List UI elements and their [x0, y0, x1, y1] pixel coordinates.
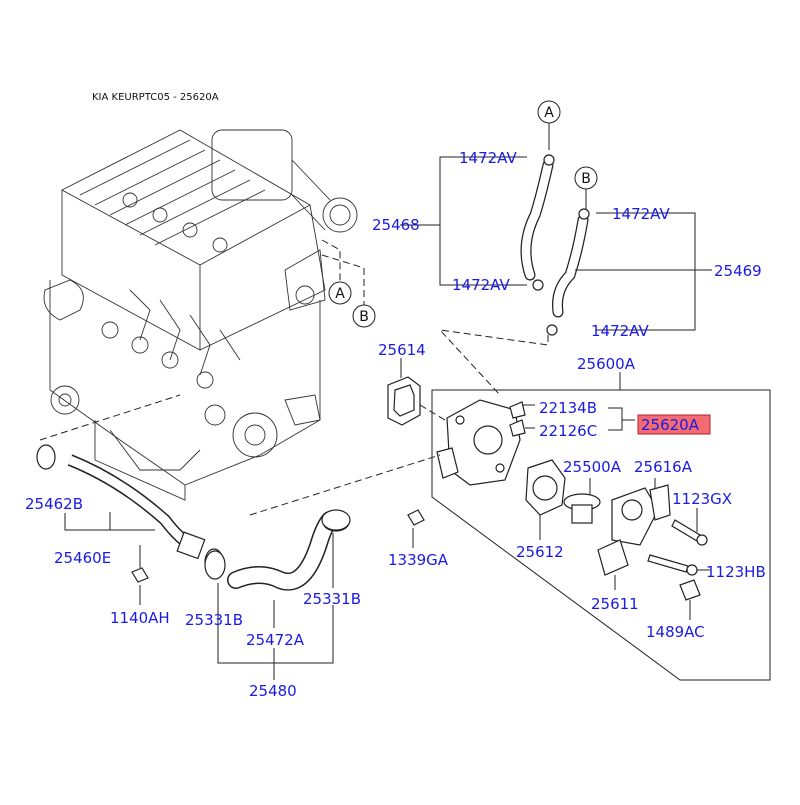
assembly-box — [431, 389, 771, 681]
label-25600a[interactable]: 25600A — [577, 355, 636, 373]
clamp-25331b-left — [204, 550, 226, 605]
label-25500a[interactable]: 25500A — [563, 458, 622, 476]
label-22126c[interactable]: 22126C — [539, 422, 597, 440]
svg-text:A: A — [335, 286, 345, 302]
ref-a-top: A — [537, 100, 561, 150]
label-1339ga[interactable]: 1339GA — [388, 551, 449, 569]
bolt-1339ga — [407, 509, 425, 548]
label-25614[interactable]: 25614 — [378, 341, 426, 359]
label-1472av-d[interactable]: 1472AV — [591, 322, 649, 340]
bolt-1140ah — [131, 567, 149, 605]
clamp-25331b-right — [321, 509, 351, 588]
thermostat-housing — [436, 399, 526, 486]
label-25469[interactable]: 25469 — [714, 262, 762, 280]
label-25620a[interactable]: 25620A — [641, 416, 700, 434]
label-25468[interactable]: 25468 — [372, 216, 420, 234]
clip-1489ac — [679, 579, 701, 620]
highlight-25620a — [637, 414, 711, 435]
label-25462b[interactable]: 25462B — [25, 495, 83, 513]
bolt-1123gx — [671, 508, 708, 546]
pipe-25460e — [36, 444, 206, 560]
label-1123gx[interactable]: 1123GX — [672, 490, 732, 508]
svg-text:B: B — [581, 171, 591, 187]
ref-b-engine: B — [352, 304, 376, 328]
hose-25468 — [520, 154, 555, 291]
ref-b-top: B — [574, 166, 598, 210]
label-1140ah[interactable]: 1140AH — [110, 609, 170, 627]
label-22134b[interactable]: 22134B — [539, 399, 597, 417]
svg-text:B: B — [359, 309, 369, 325]
engine-illustration — [43, 129, 358, 501]
thermostat-cover — [597, 478, 671, 590]
label-25616a[interactable]: 25616A — [634, 458, 693, 476]
label-1472av-c[interactable]: 1472AV — [452, 276, 510, 294]
label-25331b-a[interactable]: 25331B — [185, 611, 243, 629]
label-1489ac[interactable]: 1489AC — [646, 623, 705, 641]
thermostat-25500a — [563, 478, 601, 524]
ref-a-engine: A — [328, 281, 352, 305]
label-1123hb[interactable]: 1123HB — [706, 563, 766, 581]
gasket-25614 — [387, 358, 421, 426]
label-1472av-b[interactable]: 1472AV — [612, 205, 670, 223]
gasket-25612 — [525, 459, 566, 540]
label-25331b-b[interactable]: 25331B — [303, 590, 361, 608]
label-25460e[interactable]: 25460E — [54, 549, 111, 567]
label-25612[interactable]: 25612 — [516, 543, 564, 561]
label-25472a[interactable]: 25472A — [246, 631, 305, 649]
hose-25469 — [546, 208, 590, 336]
label-25611[interactable]: 25611 — [591, 595, 639, 613]
label-1472av-a[interactable]: 1472AV — [459, 149, 517, 167]
svg-text:A: A — [544, 105, 554, 121]
diagram-title: KIA KEURPTC05 - 25620A — [92, 92, 219, 103]
bolt-1123hb — [647, 554, 710, 576]
label-25480[interactable]: 25480 — [249, 682, 297, 700]
